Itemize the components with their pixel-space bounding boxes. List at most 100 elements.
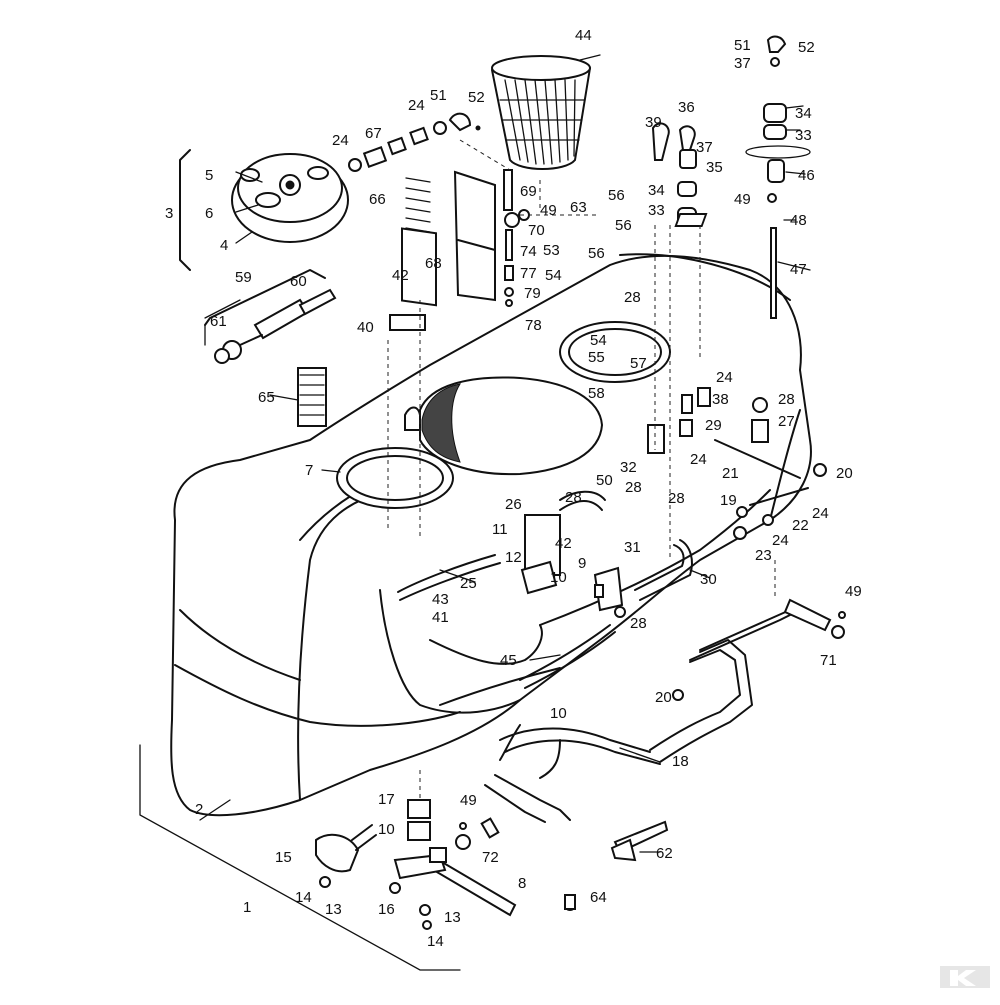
callout: 29: [705, 417, 722, 434]
callout: 70: [528, 222, 545, 239]
callout: 64: [590, 889, 607, 906]
leader-lines: [199, 54, 811, 853]
internal-fittings-right: [647, 387, 827, 540]
callout: 56: [615, 217, 632, 234]
callout: 23: [755, 547, 772, 564]
callout: 35: [706, 159, 723, 176]
callout: 77: [520, 265, 537, 282]
callout: 24: [812, 505, 829, 522]
callout: 28: [668, 490, 685, 507]
callout: 72: [482, 849, 499, 866]
callout: 63: [570, 199, 587, 216]
callout: 46: [798, 167, 815, 184]
callout: 13: [325, 901, 342, 918]
callout: 9: [578, 555, 586, 572]
callout-labels: 44 52 51 24 67 24 5 3 6 4 59 60 61 66 68…: [165, 27, 862, 950]
callout: 16: [378, 901, 395, 918]
callout: 69: [520, 183, 537, 200]
tank-lid: [179, 149, 349, 271]
callout: 65: [258, 389, 275, 406]
alignment-lines: [387, 139, 776, 800]
callout: 78: [525, 317, 542, 334]
callout: 37: [734, 55, 751, 72]
callout: 11: [492, 521, 508, 538]
callout: 20: [655, 689, 672, 706]
callout: 54: [590, 332, 607, 349]
callout: 49: [540, 202, 557, 219]
callout: 57: [630, 355, 647, 372]
callout: 1: [243, 899, 251, 916]
callout: 3: [165, 205, 173, 222]
callout: 52: [468, 89, 485, 106]
callout: 39: [645, 114, 662, 131]
callout: 33: [648, 202, 665, 219]
callout: 59: [235, 269, 252, 286]
column-fittings: [503, 169, 530, 307]
callout: 14: [427, 933, 444, 950]
callout: 24: [408, 97, 425, 114]
filter-basket: [490, 55, 592, 170]
callout: 55: [588, 349, 605, 366]
callout: 38: [712, 391, 729, 408]
callout: 22: [792, 517, 809, 534]
callout: 19: [720, 492, 737, 509]
callout: 15: [275, 849, 292, 866]
spray-tank: [170, 253, 812, 817]
callout: 40: [357, 319, 374, 336]
callout: 27: [778, 413, 795, 430]
callout: 49: [845, 583, 862, 600]
callout: 33: [795, 127, 812, 144]
callout: 67: [365, 125, 382, 142]
callout: 62: [656, 845, 673, 862]
callout: 4: [220, 237, 228, 254]
callout: 32: [620, 459, 637, 476]
callout: 60: [290, 273, 307, 290]
callout: 47: [790, 261, 807, 278]
callout: 41: [432, 609, 449, 626]
callout: 28: [625, 479, 642, 496]
callout: 58: [588, 385, 605, 402]
callout: 25: [460, 575, 477, 592]
callout: 42: [555, 535, 572, 552]
callout: 61: [210, 313, 227, 330]
callout: 37: [696, 139, 713, 156]
callout: 20: [836, 465, 853, 482]
callout: 66: [369, 191, 386, 208]
callout: 49: [460, 792, 477, 809]
callout: 7: [305, 462, 313, 479]
callout: 44: [575, 27, 592, 44]
callout: 31: [624, 539, 641, 556]
callout: 48: [790, 212, 807, 229]
callout: 8: [518, 875, 526, 892]
strainer-panels: [297, 170, 496, 427]
callout: 14: [295, 889, 312, 906]
callout: 49: [734, 191, 751, 208]
callout: 18: [672, 753, 689, 770]
valve-assembly-right: [651, 35, 811, 319]
callout: 79: [524, 285, 541, 302]
callout: 50: [596, 472, 613, 489]
callout: 6: [205, 205, 213, 222]
callout: 56: [588, 245, 605, 262]
frame-parts: [315, 314, 846, 930]
callout: 5: [205, 167, 213, 184]
callout: 68: [425, 255, 442, 272]
callout: 28: [565, 489, 582, 506]
callout: 74: [520, 243, 537, 260]
hose-fittings-top: [348, 112, 481, 172]
callout: 52: [798, 39, 815, 56]
callout: 12: [505, 549, 522, 566]
callout: 45: [500, 652, 517, 669]
callout: 30: [700, 571, 717, 588]
k-logo-icon: [940, 966, 990, 988]
callout: 24: [690, 451, 707, 468]
callout: 24: [772, 532, 789, 549]
callout: 26: [505, 496, 522, 513]
callout: 54: [545, 267, 562, 284]
callout: 53: [543, 242, 560, 259]
callout: 28: [624, 289, 641, 306]
callout: 24: [332, 132, 349, 149]
callout: 21: [722, 465, 739, 482]
